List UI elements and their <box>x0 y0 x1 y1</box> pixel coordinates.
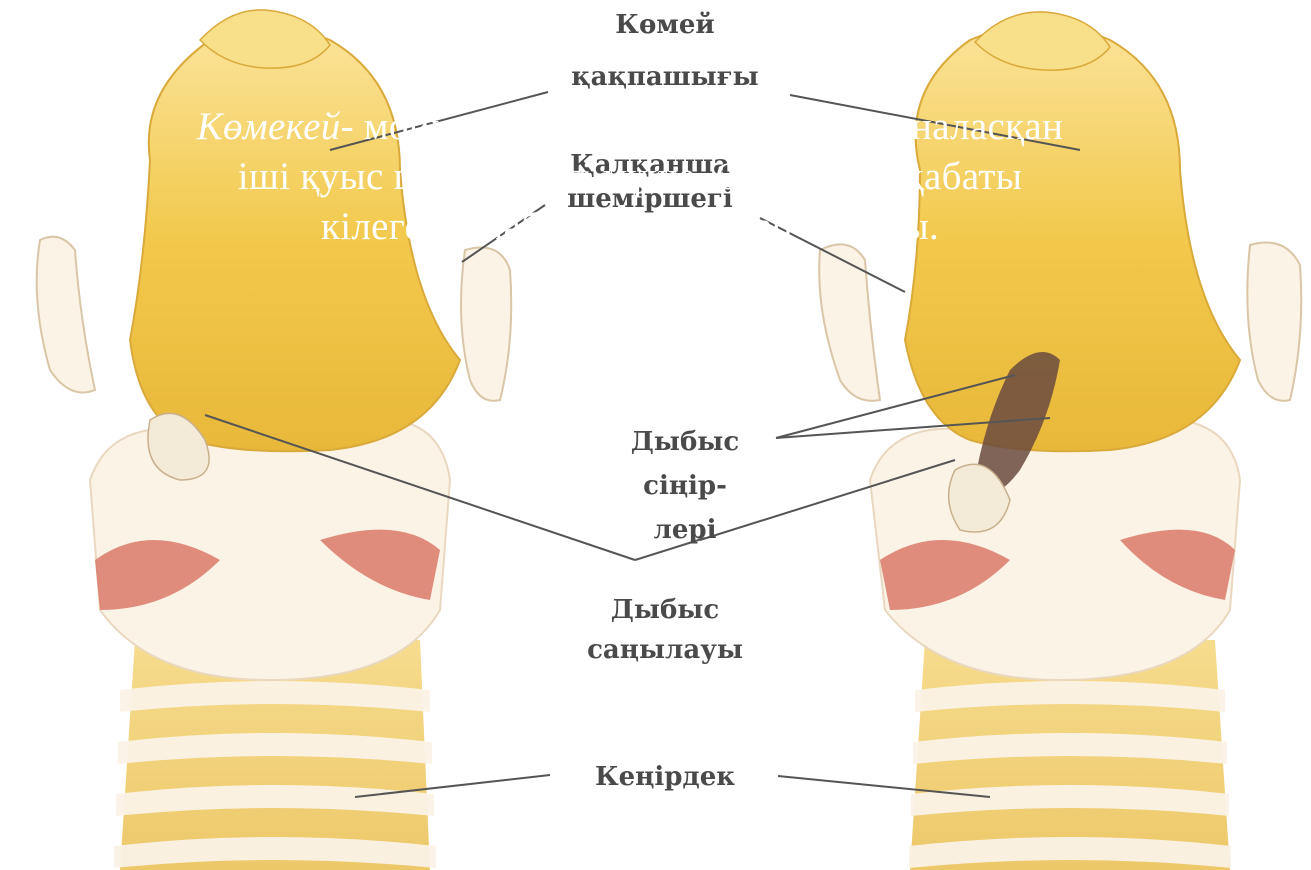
label-glottis-line2: саңылауы <box>550 630 780 670</box>
label-epiglottis-line1: Көмей <box>545 8 785 42</box>
label-vocal-line2: сіңір- <box>600 464 770 508</box>
label-glottis-line1: Дыбыс <box>550 590 780 630</box>
label-vocal-cords: Дыбыс сіңір- лері <box>600 420 770 552</box>
caption-term: Көмекей <box>197 105 341 148</box>
left-horn-left <box>37 237 95 393</box>
label-epiglottis: Көмей қақпашығы <box>545 8 785 94</box>
right-horn-right <box>1247 243 1301 401</box>
label-trachea: Кеңірдек <box>555 760 775 794</box>
label-epiglottis-line2: қақпашығы <box>545 60 785 94</box>
left-horn-right <box>461 248 511 401</box>
caption-definition: - мойынның алдыңғы жағында орналасқан іш… <box>238 105 1063 248</box>
right-horn-left <box>819 244 880 400</box>
label-glottis: Дыбыс саңылауы <box>550 590 780 670</box>
caption-overlay: Көмекей- мойынның алдыңғы жағында орнала… <box>180 102 1080 252</box>
label-vocal-line1: Дыбыс <box>600 420 770 464</box>
label-vocal-line3: лері <box>600 508 770 552</box>
